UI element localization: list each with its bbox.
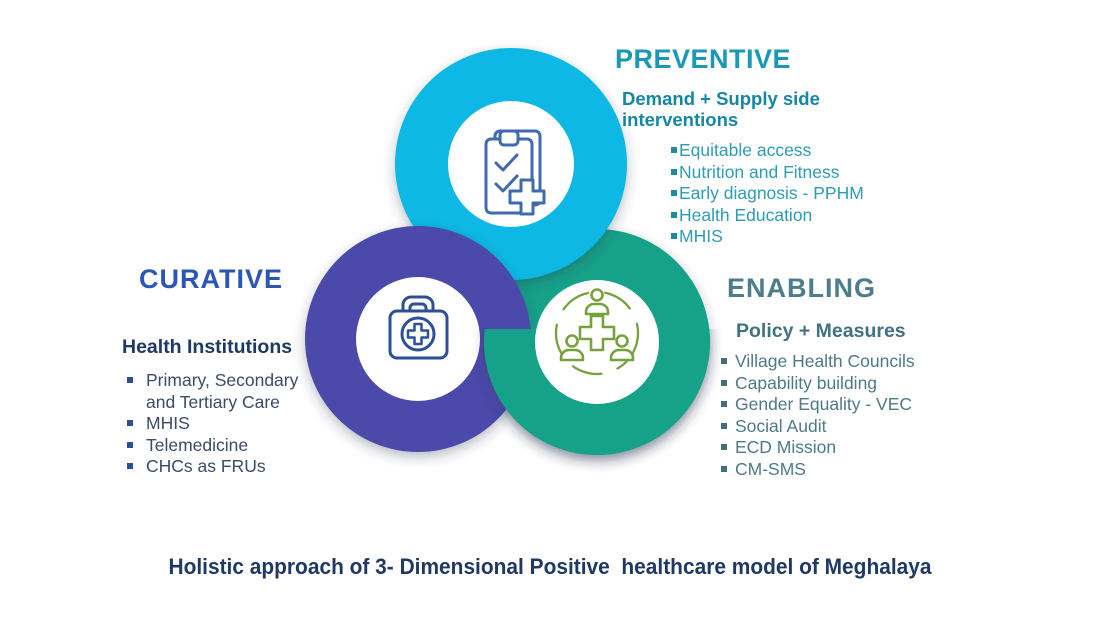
list-item-text: ECD Mission [735, 437, 837, 458]
preventive-title: PREVENTIVE [615, 44, 792, 74]
ring-enabling-interlock [484, 329, 710, 455]
list-item-text: Health Education [679, 204, 813, 225]
list-item-text: Telemedicine [146, 434, 249, 455]
bullet-square-icon [721, 379, 727, 386]
list-item: MHIS [127, 413, 310, 435]
bullet-square-icon [721, 444, 727, 451]
caption-text: Holistic approach of 3- Dimensional Posi… [168, 554, 932, 579]
enabling-list: Village Health Councils Capability build… [721, 351, 915, 481]
list-item: Health Education [671, 205, 864, 227]
clipboard-check-plus-icon [484, 129, 546, 216]
ring-preventive [395, 48, 627, 280]
list-item-text: Equitable access [679, 140, 812, 160]
person-icon [559, 334, 585, 362]
list-item-text: CM-SMS [735, 458, 806, 479]
bullet-square-icon [127, 420, 133, 427]
list-item-text: Nutrition and Fitness [679, 161, 840, 182]
list-item: Capability building [721, 373, 915, 395]
bullet-square-icon [671, 211, 677, 218]
list-item: Equitable access [671, 140, 864, 162]
curative-list: Primary, Secondary and Tertiary Care MHI… [127, 370, 310, 478]
list-item-text: CHCs as FRUs [146, 456, 266, 477]
list-item-text: Early diagnosis - PPHM [679, 183, 864, 204]
list-item: Nutrition and Fitness [671, 162, 864, 184]
person-icon [584, 288, 610, 316]
list-item-text: Social Audit [735, 415, 827, 436]
curative-subtitle: Health Institutions [122, 336, 293, 358]
enabling-subtitle: Policy + Measures [736, 320, 906, 342]
preventive-list: Equitable access Nutrition and Fitness E… [671, 140, 864, 248]
list-item: Telemedicine [127, 435, 310, 457]
list-item: MHIS [671, 226, 864, 248]
bullet-square-icon [127, 441, 133, 448]
list-item-text: MHIS [146, 413, 190, 434]
ring-enabling [484, 229, 710, 455]
list-item-text: MHIS [679, 226, 723, 247]
bullet-square-icon [721, 401, 727, 408]
enabling-title: ENABLING [727, 273, 876, 303]
list-item: Village Health Councils [721, 351, 915, 373]
bullet-square-icon [127, 377, 133, 383]
preventive-subtitle: Demand + Supply side interventions [622, 88, 820, 130]
list-item: CM-SMS [721, 459, 915, 481]
list-item-text: Village Health Councils [735, 351, 915, 371]
bullet-square-icon [721, 465, 727, 472]
curative-title: CURATIVE [139, 264, 284, 294]
bullet-square-icon [721, 358, 727, 364]
ring-curative [305, 226, 531, 452]
list-item: CHCs as FRUs [127, 456, 310, 478]
list-item-text: Primary, Secondary and Tertiary Care [146, 370, 299, 412]
list-item: Primary, Secondary and Tertiary Care [127, 370, 310, 413]
bullet-square-icon [127, 463, 133, 470]
bullet-square-icon [671, 168, 677, 175]
first-aid-kit-icon [388, 295, 449, 360]
bullet-square-icon [671, 233, 677, 240]
list-item: Early diagnosis - PPHM [671, 183, 864, 205]
community-health-icon [554, 288, 640, 376]
bullet-square-icon [671, 190, 677, 197]
bullet-square-icon [721, 422, 727, 429]
person-icon [609, 334, 635, 362]
list-item-text: Capability building [735, 372, 878, 393]
bullet-square-icon [671, 147, 677, 153]
list-item-text: Gender Equality - VEC [735, 394, 913, 415]
list-item: Gender Equality - VEC [721, 394, 915, 416]
list-item: ECD Mission [721, 437, 915, 459]
list-item: Social Audit [721, 416, 915, 438]
